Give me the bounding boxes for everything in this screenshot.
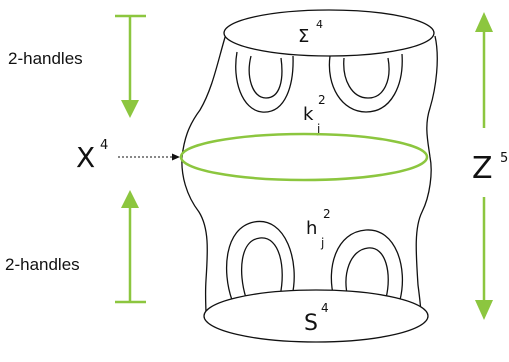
sigma-superscript: 4 [316,18,323,31]
bottom-handles-arrow [115,190,146,304]
bottom-handles-label: 2-handles [5,255,80,274]
bottom-handle-left [225,220,295,301]
z-extent-arrow [475,12,493,320]
x-superscript: 4 [100,138,108,153]
bottom-boundary-ellipse [203,289,429,343]
k-superscript: 2 [318,93,326,107]
z-label: Z [472,151,493,186]
k-subscript: j [316,122,320,136]
bottom-handle-right [330,229,404,301]
h-superscript: 2 [323,207,331,221]
top-handles-arrow [115,14,146,118]
body-outline [181,33,438,317]
middle-slice-ellipse [179,132,429,182]
x-label: X [76,141,95,174]
dotted-pointer-arrow [118,153,180,161]
z-superscript: 5 [500,151,508,166]
top-handles-label: 2-handles [8,49,83,68]
h-subscript: j [320,236,324,250]
s-label: S [304,311,318,336]
k-label: k [303,104,314,125]
top-handle-left [235,51,294,113]
s-superscript: 4 [321,301,329,315]
top-handle-right [328,53,403,113]
h-label: h [306,218,317,239]
sigma-label: Σ [298,26,309,47]
top-boundary-ellipse [223,9,435,57]
